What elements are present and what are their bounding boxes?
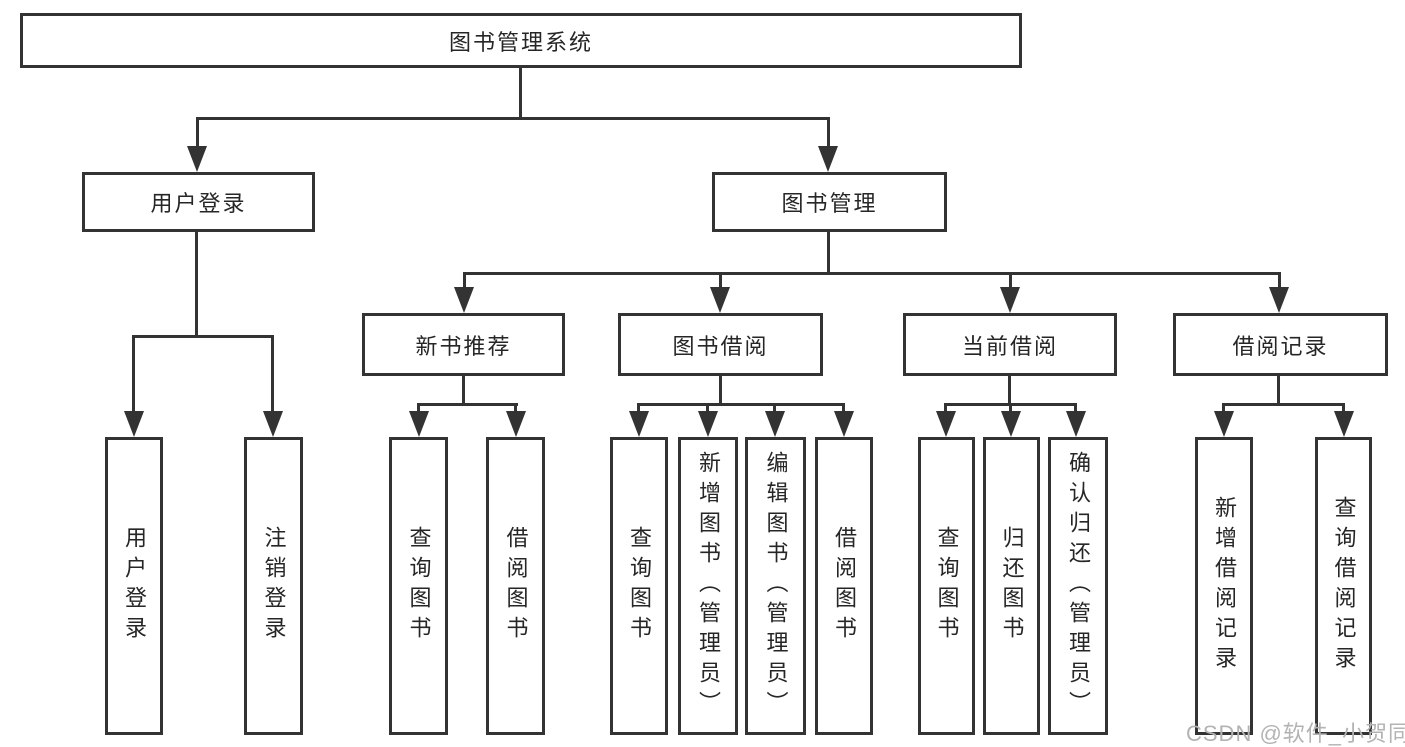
node-current-borrowing: 当前借阅 bbox=[903, 313, 1117, 376]
connector-vline bbox=[1342, 403, 1345, 417]
connector-vline bbox=[514, 403, 517, 417]
connector-vline bbox=[827, 117, 830, 149]
leaf-current-query-books: 查询图书 bbox=[918, 437, 975, 735]
node-library-system: 图书管理系统 bbox=[20, 13, 1022, 68]
arrow-down-icon bbox=[1214, 411, 1234, 437]
arrow-down-icon bbox=[629, 411, 649, 437]
leaf-logout-login: 注销登录 bbox=[244, 437, 303, 735]
csdn-watermark: CSDN @软件_小贺同学 bbox=[1186, 721, 1405, 746]
connector-vline bbox=[944, 403, 947, 417]
connector-hline bbox=[463, 272, 1280, 275]
arrow-down-icon bbox=[187, 146, 207, 172]
connector-hline bbox=[417, 403, 518, 406]
connector-hline bbox=[637, 403, 845, 406]
leaf-recommend-borrow-books: 借阅图书 bbox=[486, 437, 545, 735]
connector-vline bbox=[463, 272, 466, 290]
arrow-down-icon bbox=[834, 411, 854, 437]
connector-vline bbox=[195, 232, 198, 335]
leaf-current-return-books: 归还图书 bbox=[983, 437, 1040, 735]
leaf-recommend-query-books: 查询图书 bbox=[389, 437, 448, 735]
arrow-down-icon bbox=[698, 411, 718, 437]
node-book-borrowing: 图书借阅 bbox=[618, 313, 823, 376]
connector-vline bbox=[1008, 376, 1011, 403]
arrow-down-icon bbox=[1066, 411, 1086, 437]
arrow-down-icon bbox=[818, 146, 838, 172]
connector-vline bbox=[827, 232, 830, 272]
arrow-down-icon bbox=[124, 411, 144, 437]
arrow-down-icon bbox=[454, 287, 474, 313]
connector-vline bbox=[519, 68, 522, 117]
leaf-current-confirm-return-admin: 确认归还（管理员） bbox=[1048, 437, 1108, 735]
connector-vline bbox=[773, 403, 776, 417]
connector-vline bbox=[1277, 376, 1280, 403]
arrow-down-icon bbox=[1334, 411, 1354, 437]
connector-vline bbox=[1278, 272, 1281, 290]
leaf-borrowing-add-books-admin: 新增图书（管理员） bbox=[678, 437, 738, 735]
node-new-book-recommend: 新书推荐 bbox=[362, 313, 565, 376]
arrow-down-icon bbox=[1000, 287, 1020, 313]
arrow-down-icon bbox=[263, 411, 283, 437]
connector-vline bbox=[637, 403, 640, 417]
arrow-down-icon bbox=[506, 411, 526, 437]
connector-vline bbox=[462, 376, 465, 403]
leaf-user-login: 用户登录 bbox=[105, 437, 163, 735]
connector-vline bbox=[842, 403, 845, 417]
connector-vline bbox=[1009, 272, 1012, 290]
connector-hline bbox=[1222, 403, 1345, 406]
arrow-down-icon bbox=[710, 287, 730, 313]
arrow-down-icon bbox=[765, 411, 785, 437]
connector-hline bbox=[196, 117, 830, 120]
leaf-borrowing-borrow-books: 借阅图书 bbox=[815, 437, 873, 735]
leaf-records-add-record: 新增借阅记录 bbox=[1195, 437, 1253, 735]
connector-vline bbox=[1222, 403, 1225, 417]
connector-vline bbox=[132, 335, 135, 415]
leaf-borrowing-query-books: 查询图书 bbox=[610, 437, 668, 735]
connector-vline bbox=[417, 403, 420, 417]
connector-hline bbox=[132, 335, 274, 338]
connector-vline bbox=[196, 117, 199, 149]
connector-vline bbox=[1074, 403, 1077, 417]
connector-vline bbox=[719, 272, 722, 290]
connector-vline bbox=[271, 335, 274, 415]
node-user-login: 用户登录 bbox=[82, 172, 315, 232]
arrow-down-icon bbox=[936, 411, 956, 437]
arrow-down-icon bbox=[1001, 411, 1021, 437]
node-book-management: 图书管理 bbox=[712, 172, 947, 232]
leaf-borrowing-edit-books-admin: 编辑图书（管理员） bbox=[745, 437, 806, 735]
leaf-records-query-record: 查询借阅记录 bbox=[1315, 437, 1372, 735]
arrow-down-icon bbox=[1269, 287, 1289, 313]
connector-vline bbox=[1009, 403, 1012, 417]
node-borrow-records: 借阅记录 bbox=[1173, 313, 1388, 376]
connector-vline bbox=[719, 376, 722, 403]
arrow-down-icon bbox=[409, 411, 429, 437]
connector-vline bbox=[706, 403, 709, 417]
